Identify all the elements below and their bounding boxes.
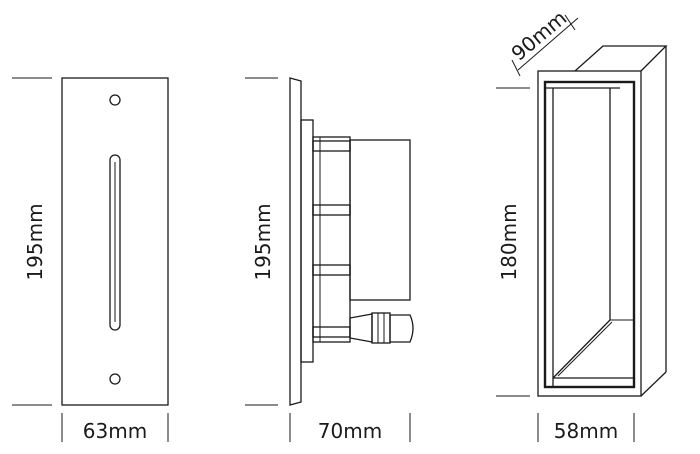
box-height-label: 180mm <box>497 203 521 280</box>
box-interior-diagonal <box>552 319 611 379</box>
side-depth-label: 70mm <box>318 419 382 443</box>
side-rib-1 <box>312 140 351 152</box>
front-width-label: 63mm <box>83 419 147 443</box>
box-depth-label: 90mm <box>507 6 572 66</box>
front-height-label: 195mm <box>23 203 47 280</box>
side-rib-4 <box>312 326 351 338</box>
box-front-outer <box>537 70 642 397</box>
side-view: 195mm 70mm <box>245 77 414 443</box>
side-mounting-plate <box>300 119 314 363</box>
side-body-frame <box>312 136 351 343</box>
box-view: 90mm 180mm 58mm <box>496 6 668 443</box>
box-depth-ext-right <box>564 14 576 31</box>
box-front-inner <box>543 80 636 389</box>
side-rib-2 <box>312 204 351 216</box>
side-cable-gland <box>349 313 373 343</box>
box-back-bottom-edge <box>640 371 667 397</box>
box-back-top <box>574 45 668 72</box>
box-depth-dim-line <box>517 17 579 71</box>
box-interior-shade-1 <box>557 321 613 377</box>
front-top-screw-hole <box>109 94 121 106</box>
side-rib-3 <box>312 264 351 276</box>
front-view: 195mm 63mm <box>12 77 169 443</box>
front-light-slot <box>109 154 121 331</box>
side-cable-gland-nut <box>371 312 391 344</box>
box-width-label: 58mm <box>554 419 618 443</box>
side-height-label: 195mm <box>251 203 275 280</box>
box-depth-ext-left <box>511 59 521 77</box>
front-bottom-screw-hole <box>109 373 121 385</box>
side-faceplate <box>289 77 302 406</box>
side-cable-gland-cap <box>389 314 414 343</box>
front-faceplate <box>61 77 169 406</box>
side-driver-box <box>349 139 411 301</box>
